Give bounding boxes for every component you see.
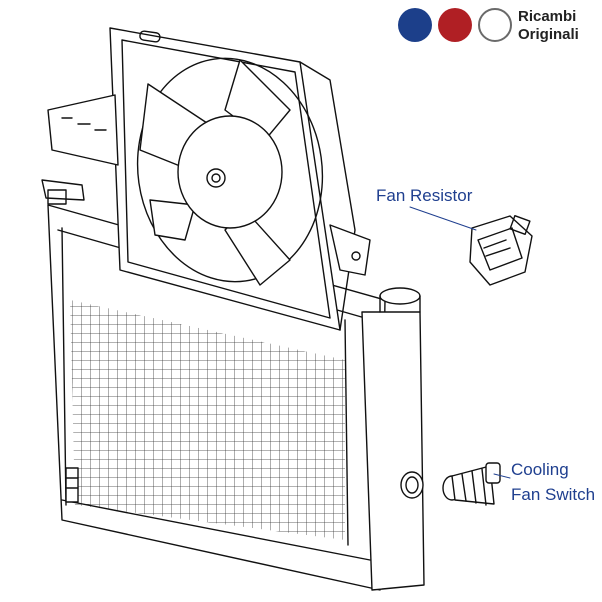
drain-plug [65, 467, 79, 503]
fan-resistor-part [469, 214, 533, 286]
fan-resistor-label: Fan Resistor [376, 186, 473, 205]
radiator-fins [70, 300, 345, 540]
fan-resistor-leader [409, 206, 477, 231]
cooling-fan-switch-part [442, 462, 501, 506]
brand-text: Ricambi Originali [518, 8, 579, 44]
cooling-fan-switch-label-line-2: Fan Switch [511, 485, 596, 504]
brand-line-2: Originali [518, 26, 579, 43]
fan-switch-leader [493, 473, 511, 479]
cooling-fan-switch-label-line-1: Cooling [511, 460, 569, 479]
alfa-romeo-logo [478, 8, 512, 42]
brand-line-1: Ricambi [518, 8, 577, 25]
fiat-logo [438, 8, 472, 42]
fan-motor [177, 115, 283, 229]
lancia-logo [398, 8, 432, 42]
fan [136, 57, 324, 286]
fan-hub [206, 168, 226, 188]
expansion-tank [361, 287, 425, 591]
